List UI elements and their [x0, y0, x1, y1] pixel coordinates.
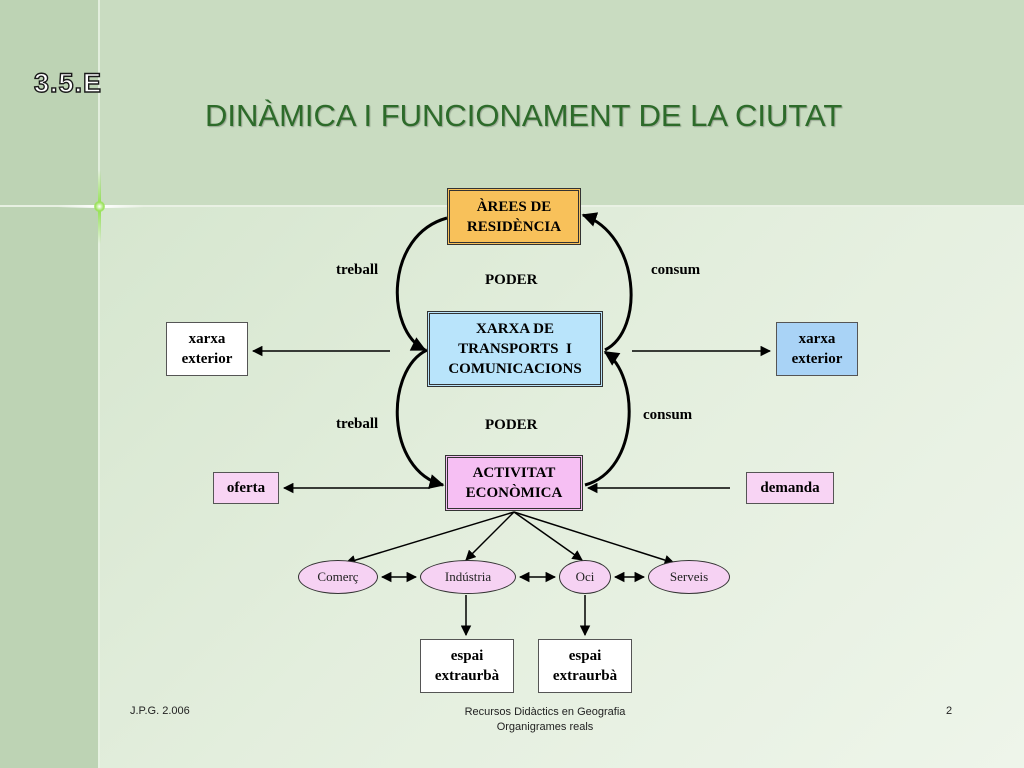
- ext-right-line-2: exterior: [791, 351, 843, 367]
- arrow-consum-top: [581, 212, 633, 352]
- poder-bottom-label: PODER: [485, 417, 538, 433]
- consum-top-label: consum: [651, 262, 701, 278]
- arrow-treball-bottom: [395, 348, 445, 489]
- poder-top-label: PODER: [485, 272, 538, 288]
- ext-left-line-1: xarxa: [188, 331, 226, 347]
- consum-bottom-label: consum: [643, 407, 693, 423]
- sector-comerc: Comerç: [298, 560, 378, 594]
- page-title: DINÀMICA I FUNCIONAMENT DE LA CIUTAT: [205, 98, 843, 133]
- vertical-divider: [98, 0, 100, 768]
- footer-source-line-2: Organigrames reals: [496, 721, 594, 733]
- sector-industria: Indústria: [420, 560, 516, 594]
- arees-residencia-box: ÀREES DE RESIDÈNCIA: [447, 188, 581, 245]
- arrow-treball-top: [395, 216, 448, 352]
- xarxa-line-2: TRANSPORTS I: [458, 341, 572, 357]
- arrow-to-serveis: [513, 511, 676, 566]
- top-band: [98, 0, 1024, 207]
- ext-left-line-2: exterior: [181, 351, 233, 367]
- oferta-label: oferta: [226, 480, 266, 496]
- footer-source-line-1: Recursos Didàctics en Geografia: [464, 706, 626, 718]
- arrow-to-comerc: [344, 511, 515, 566]
- xarxa-exterior-left-box: xarxa exterior: [166, 322, 248, 376]
- sector-serveis: Serveis: [648, 560, 730, 594]
- activitat-line-1: ACTIVITAT: [472, 465, 556, 481]
- activitat-economica-box: ACTIVITAT ECONÒMICA: [445, 455, 583, 511]
- arrow-to-industria: [465, 511, 515, 561]
- espai1-line-2: extraurbà: [434, 668, 500, 684]
- footer-source: Recursos Didàctics en Geografia Organigr…: [440, 705, 650, 735]
- espai1-line-1: espai: [450, 648, 484, 664]
- section-tag: 3.5.E: [33, 67, 103, 98]
- arrow-to-oci: [513, 511, 583, 561]
- sparkle-icon: [94, 201, 105, 212]
- espai-extraurba-2-box: espai extraurbà: [538, 639, 632, 693]
- oferta-box: oferta: [213, 472, 279, 504]
- treball-bottom-label: treball: [336, 416, 379, 432]
- espai2-line-1: espai: [568, 648, 602, 664]
- espai-extraurba-1-box: espai extraurbà: [420, 639, 514, 693]
- xarxa-exterior-right-box: xarxa exterior: [776, 322, 858, 376]
- xarxa-line-3: COMUNICACIONS: [448, 361, 582, 377]
- treball-top-label: treball: [336, 262, 379, 278]
- page-number: 2: [946, 705, 953, 717]
- footer-author: J.P.G. 2.006: [130, 705, 190, 717]
- residencia-line-1: ÀREES DE: [476, 198, 552, 215]
- ext-right-line-1: xarxa: [798, 331, 836, 347]
- left-band: [0, 0, 98, 768]
- espai2-line-2: extraurbà: [552, 668, 618, 684]
- xarxa-line-1: XARXA DE: [476, 321, 554, 337]
- xarxa-transports-box: XARXA DE TRANSPORTS I COMUNICACIONS: [427, 311, 603, 387]
- demanda-label: demanda: [760, 480, 820, 496]
- arrow-consum-bottom: [584, 350, 631, 487]
- activitat-line-2: ECONÒMICA: [465, 485, 563, 501]
- sector-oci: Oci: [559, 560, 611, 594]
- demanda-box: demanda: [746, 472, 834, 504]
- residencia-line-2: RESIDÈNCIA: [466, 218, 562, 235]
